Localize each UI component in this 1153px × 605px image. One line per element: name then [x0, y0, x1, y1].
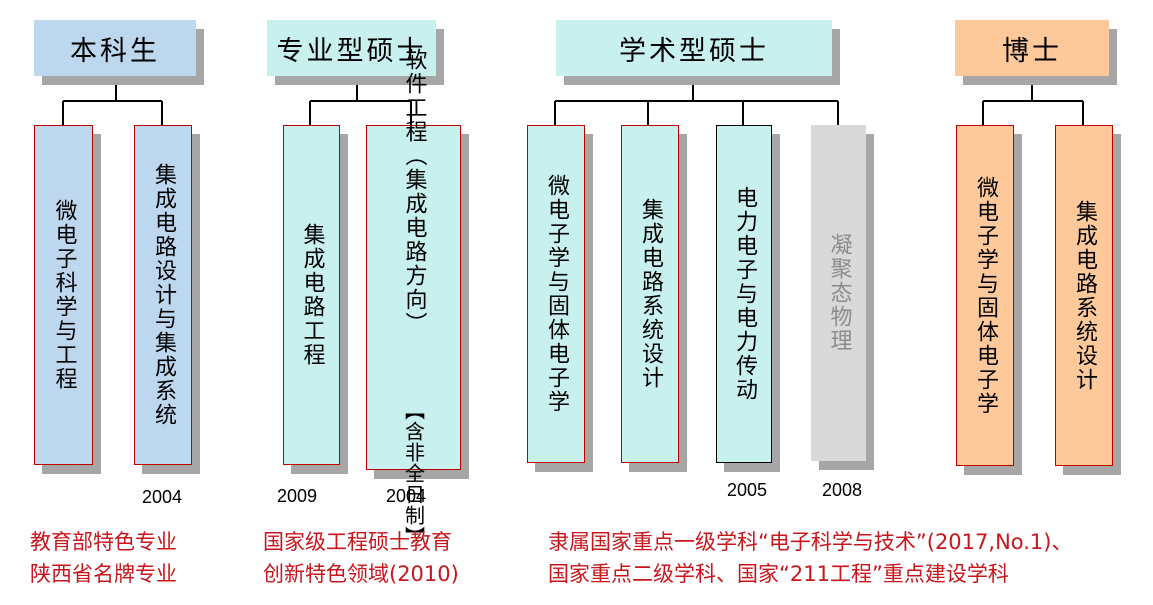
year-label: 2004 — [386, 486, 427, 506]
note-line: 国家重点二级学科、国家“211工程”重点建设学科 — [548, 562, 1009, 586]
header-phd-label: 博士 — [1002, 35, 1062, 67]
major-label: 软件工程（集成电路方向） — [401, 48, 427, 336]
major-label: 集成电路系统设计 — [638, 198, 663, 390]
year-label: 2004 — [142, 487, 183, 507]
major-box-phd-solid-state: 微电子学与固体电子学 — [956, 125, 1014, 466]
major-box-microelectronics: 微电子科学与工程 — [34, 125, 93, 465]
note-line: 隶属国家重点一级学科“电子科学与技术”(2017,No.1)、 — [548, 530, 1073, 554]
header-prof-master-label: 专业型硕士 — [276, 35, 427, 67]
major-label: 微电子科学与工程 — [51, 199, 77, 391]
major-box-solid-state: 微电子学与固体电子学 — [527, 125, 585, 463]
note-line: 陕西省名牌专业 — [30, 562, 177, 586]
major-label: 微电子学与固体电子学 — [973, 175, 998, 416]
major-label: 集成电路设计与集成系统 — [151, 163, 176, 427]
major-box-phd-ic-system: 集成电路系统设计 — [1055, 125, 1113, 466]
year-label: 2009 — [277, 486, 318, 506]
major-box-ic-engineering: 集成电路工程 — [283, 125, 340, 465]
year-label: 2008 — [822, 480, 863, 500]
major-box-condensed-matter: 凝聚态物理 — [811, 125, 866, 461]
major-box-power-electronics: 电力电子与电力传动 — [716, 125, 772, 463]
header-acad-master: 学术型硕士 — [556, 20, 832, 76]
major-box-software-engineering: 软件工程（集成电路方向） 【含非全日制】 — [366, 48, 461, 547]
header-phd: 博士 — [955, 20, 1109, 76]
header-undergrad: 本科生 — [34, 20, 196, 76]
major-label: 微电子学与固体电子学 — [544, 174, 569, 414]
note-prof-master: 国家级工程硕士教育 创新特色领域(2010) — [263, 526, 459, 590]
header-acad-master-label: 学术型硕士 — [619, 35, 769, 67]
note-undergrad: 教育部特色专业 陕西省名牌专业 — [30, 526, 177, 590]
note-line: 国家级工程硕士教育 — [263, 530, 452, 554]
note-line: 教育部特色专业 — [30, 530, 177, 554]
header-prof-master: 专业型硕士 — [267, 20, 436, 76]
header-undergrad-label: 本科生 — [70, 35, 160, 67]
major-label: 凝聚态物理 — [826, 233, 852, 353]
major-label: 集成电路系统设计 — [1072, 199, 1097, 392]
part-time-note: 【含非全日制】 — [401, 400, 426, 547]
note-line: 创新特色领域(2010) — [263, 562, 459, 586]
major-label: 电力电子与电力传动 — [732, 186, 757, 402]
year-label: 2005 — [727, 480, 768, 500]
major-box-ic-system-design: 集成电路系统设计 — [621, 125, 679, 463]
major-label: 集成电路工程 — [299, 223, 325, 367]
note-acad-master: 隶属国家重点一级学科“电子科学与技术”(2017,No.1)、 国家重点二级学科… — [548, 526, 1073, 590]
major-box-ic-design: 集成电路设计与集成系统 — [134, 125, 192, 465]
